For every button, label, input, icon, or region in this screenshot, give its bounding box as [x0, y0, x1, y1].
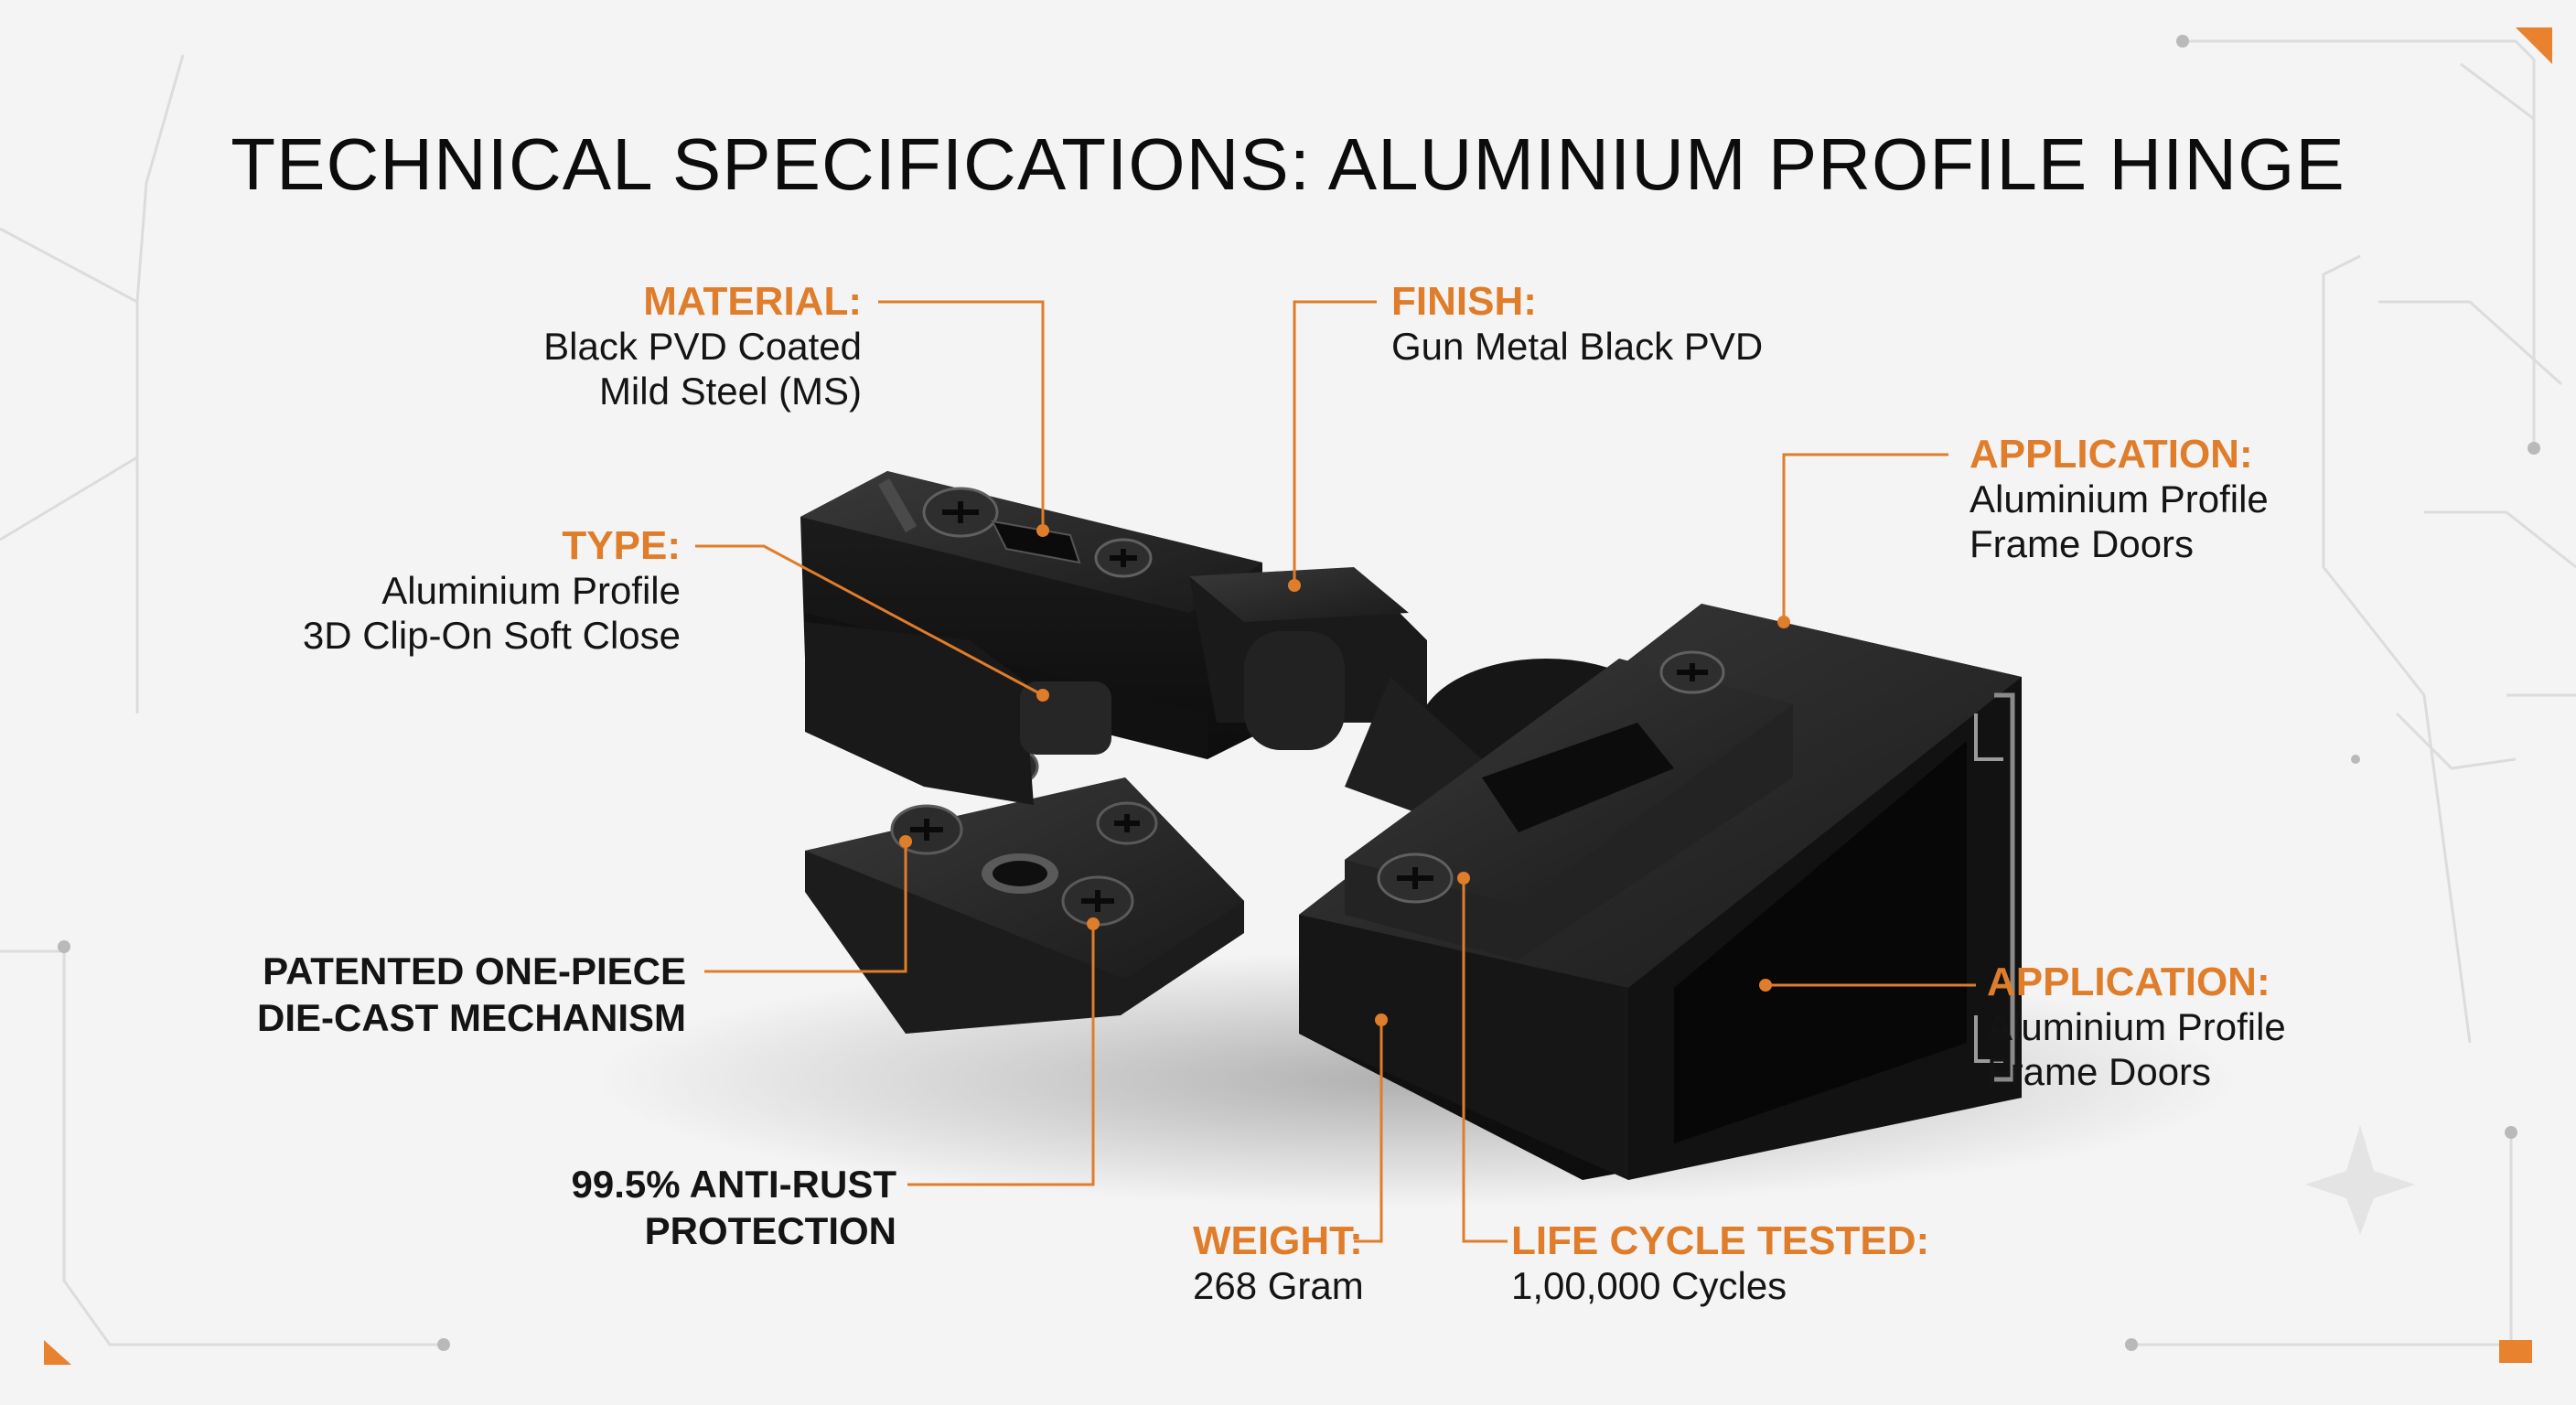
application-bottom-value-line-2: Frame Doors — [1987, 1050, 2212, 1093]
mechanism-line-2: DIE-CAST MECHANISM — [257, 996, 686, 1039]
leader-life-cycle — [1462, 878, 1508, 1243]
page-title: TECHNICAL SPECIFICATIONS: ALUMINIUM PROF… — [231, 123, 2345, 205]
callout-application-top: APPLICATION: Aluminium Profile Frame Doo… — [1970, 433, 2269, 566]
material-value-line-1: Black PVD Coated — [543, 325, 862, 368]
callout-application-bottom: APPLICATION: Aluminium Profile Frame Doo… — [1987, 960, 2286, 1094]
type-label: TYPE: — [562, 523, 681, 568]
callout-life-cycle: LIFE CYCLE TESTED: 1,00,000 Cycles — [1511, 1219, 1929, 1308]
mechanism-line-1: PATENTED ONE-PIECE — [263, 949, 686, 992]
material-label: MATERIAL: — [643, 279, 862, 324]
application-bottom-label: APPLICATION: — [1987, 960, 2270, 1004]
callout-material: MATERIAL: Black PVD Coated Mild Steel (M… — [543, 280, 862, 413]
leader-type — [695, 544, 1044, 697]
leader-finish — [1293, 300, 1377, 585]
rust-line-2: PROTECTION — [644, 1209, 896, 1252]
callout-mechanism: PATENTED ONE-PIECE DIE-CAST MECHANISM — [257, 948, 686, 1041]
callout-rust: 99.5% ANTI-RUST PROTECTION — [571, 1161, 896, 1254]
callout-finish: FINISH: Gun Metal Black PVD — [1391, 280, 1763, 369]
callout-type: TYPE: Aluminium Profile 3D Clip-On Soft … — [303, 524, 681, 658]
leader-material — [878, 300, 1045, 531]
application-bottom-value-line-1: Aluminium Profile — [1987, 1005, 2286, 1048]
weight-value: 268 Gram — [1193, 1264, 1364, 1307]
application-top-value-line-2: Frame Doors — [1970, 522, 2195, 565]
leader-application-top — [1782, 453, 1948, 622]
callout-weight: WEIGHT: 268 Gram — [1193, 1219, 1364, 1308]
leader-mechanism — [704, 842, 907, 973]
life-cycle-value: 1,00,000 Cycles — [1511, 1264, 1787, 1307]
life-cycle-label: LIFE CYCLE TESTED: — [1511, 1218, 1930, 1263]
application-top-label: APPLICATION: — [1970, 432, 2253, 477]
application-top-value-line-1: Aluminium Profile — [1970, 477, 2269, 520]
type-value-line-1: Aluminium Profile — [381, 569, 681, 612]
material-value-line-2: Mild Steel (MS) — [598, 370, 862, 413]
type-value-line-2: 3D Clip-On Soft Close — [302, 614, 681, 657]
finish-value-line-1: Gun Metal Black PVD — [1391, 325, 1764, 368]
weight-label: WEIGHT: — [1193, 1218, 1363, 1263]
rust-line-1: 99.5% ANTI-RUST — [571, 1163, 896, 1206]
leader-rust — [907, 924, 1095, 1186]
finish-label: FINISH: — [1391, 279, 1537, 324]
leader-weight — [1354, 1020, 1383, 1243]
